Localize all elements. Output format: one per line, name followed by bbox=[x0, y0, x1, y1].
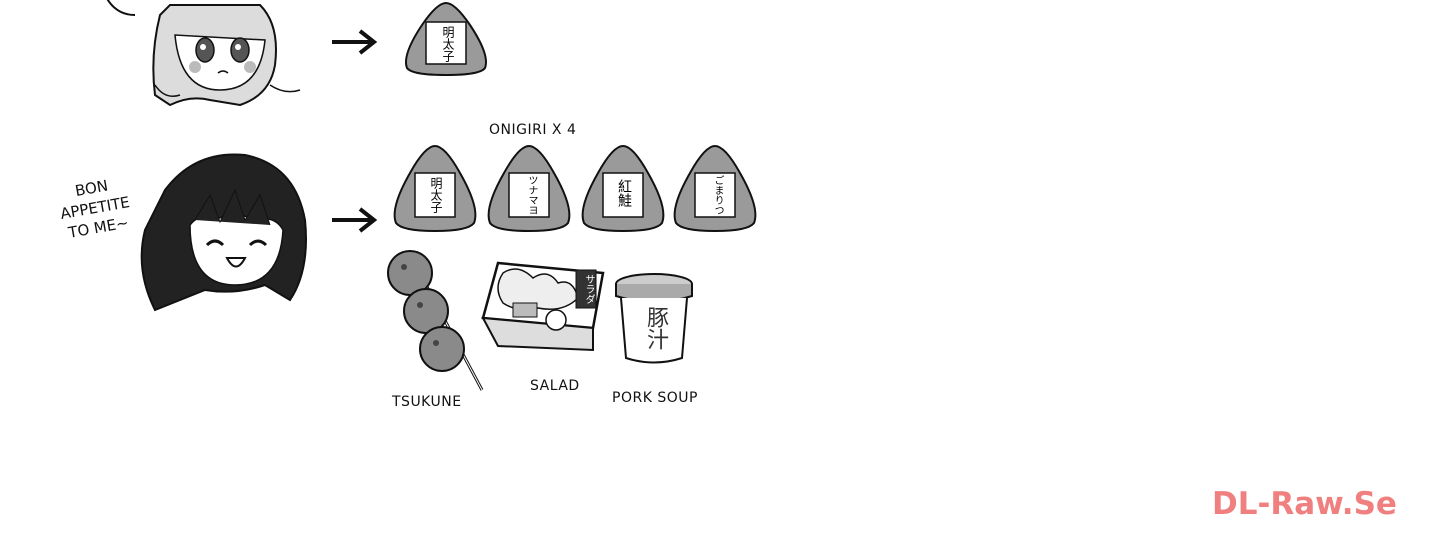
salad-tag: サラダ bbox=[583, 274, 594, 304]
pork-soup-cup: 豚汁 bbox=[612, 272, 696, 367]
onigiri-mentaiko-single: 明太子 bbox=[400, 0, 492, 78]
pork-soup-caption: PORK SOUP bbox=[612, 390, 698, 406]
onigiri-label: ごまりつ bbox=[712, 175, 723, 215]
onigiri-salmon: 紅鮭 bbox=[578, 143, 668, 235]
salad-caption: SALAD bbox=[530, 378, 580, 394]
onigiri-label: 明太子 bbox=[441, 26, 455, 62]
onigiri-label: ツナマヨ bbox=[526, 175, 537, 215]
tsukune-caption: TSUKUNE bbox=[392, 394, 462, 410]
character-top-head bbox=[106, 0, 301, 107]
onigiri-tuna-mayo: ツナマヨ bbox=[484, 143, 574, 235]
onigiri-count-caption: ONIGIRI X 4 bbox=[489, 122, 577, 138]
pork-soup-label: 豚汁 bbox=[643, 306, 668, 350]
arrow-icon-top bbox=[332, 29, 378, 55]
character-bottom-head bbox=[140, 153, 307, 312]
speech-text: BON APPETITE TO ME~ bbox=[45, 171, 144, 246]
onigiri-tsukudani: ごまりつ bbox=[670, 143, 760, 235]
salad-container: サラダ bbox=[478, 258, 608, 353]
tsukune-skewer bbox=[387, 250, 484, 391]
arrow-icon-middle bbox=[332, 207, 378, 233]
onigiri-label: 紅鮭 bbox=[616, 179, 632, 207]
onigiri-mentaiko: 明太子 bbox=[390, 143, 480, 235]
watermark: DL-Raw.Se bbox=[1212, 486, 1397, 522]
onigiri-label: 明太子 bbox=[429, 177, 443, 213]
